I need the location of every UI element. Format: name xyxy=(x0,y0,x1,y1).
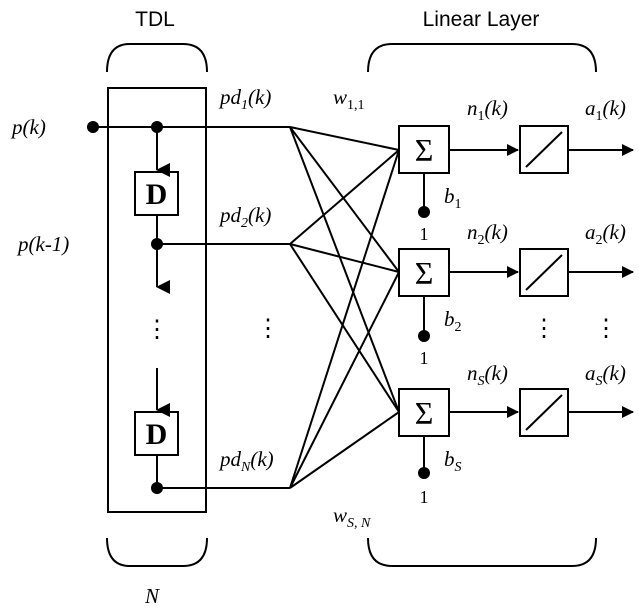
delay-block-2-label: D xyxy=(146,418,168,451)
net-input-label-1: n1(k) xyxy=(467,96,508,124)
weight-label-first: w1,1 xyxy=(333,85,365,113)
net-input-label-s: nS(k) xyxy=(467,361,508,389)
output-ellipsis: ⋮ xyxy=(594,316,618,342)
tdl-box xyxy=(107,87,207,513)
output-label-1: a1(k) xyxy=(585,96,626,124)
tdl-ellipsis: ⋮ xyxy=(145,317,169,343)
bias-label-s: bS xyxy=(444,447,462,475)
weight-label-last: wS, N xyxy=(333,503,371,531)
weight-connections xyxy=(289,126,400,489)
tap-label-1: pd1(k) xyxy=(218,85,271,113)
input-label: p(k) xyxy=(10,115,46,139)
bias-input-1: 1 xyxy=(420,224,429,244)
delayed-input-label: p(k-1) xyxy=(16,232,69,256)
tdl-bottom-brace xyxy=(106,537,208,567)
bias-input-s: 1 xyxy=(420,487,429,507)
tdl-top-brace xyxy=(106,43,208,73)
neuron-s: Σ 1 bS nS(k) aS(k) xyxy=(398,361,634,507)
tdl-count-label: N xyxy=(144,584,160,608)
summer-2-symbol: Σ xyxy=(415,255,434,291)
tap-ellipsis: ⋮ xyxy=(256,316,280,342)
linear-layer-header: Linear Layer xyxy=(423,8,540,31)
neuron-2: Σ 1 b2 n2(k) a2(k) xyxy=(398,220,634,368)
output-label-s: aS(k) xyxy=(585,361,626,389)
output-label-2: a2(k) xyxy=(585,220,626,248)
tap-label-2: pd2(k) xyxy=(218,203,271,231)
tdl-header: TDL xyxy=(135,8,175,31)
summer-1-symbol: Σ xyxy=(415,132,434,168)
summer-s-symbol: Σ xyxy=(415,395,434,431)
transfer-ellipsis: ⋮ xyxy=(532,316,556,342)
bias-label-1: b1 xyxy=(444,184,462,212)
linear-layer-top-brace xyxy=(367,43,597,73)
neuron-1: Σ 1 b1 n1(k) a1(k) xyxy=(398,96,634,244)
bias-input-2: 1 xyxy=(420,348,429,368)
linear-layer-bottom-brace xyxy=(367,537,597,567)
tap-label-n: pdN(k) xyxy=(218,447,274,475)
bias-label-2: b2 xyxy=(444,307,462,335)
net-input-label-2: n2(k) xyxy=(467,220,508,248)
delay-block-1-label: D xyxy=(146,178,168,211)
